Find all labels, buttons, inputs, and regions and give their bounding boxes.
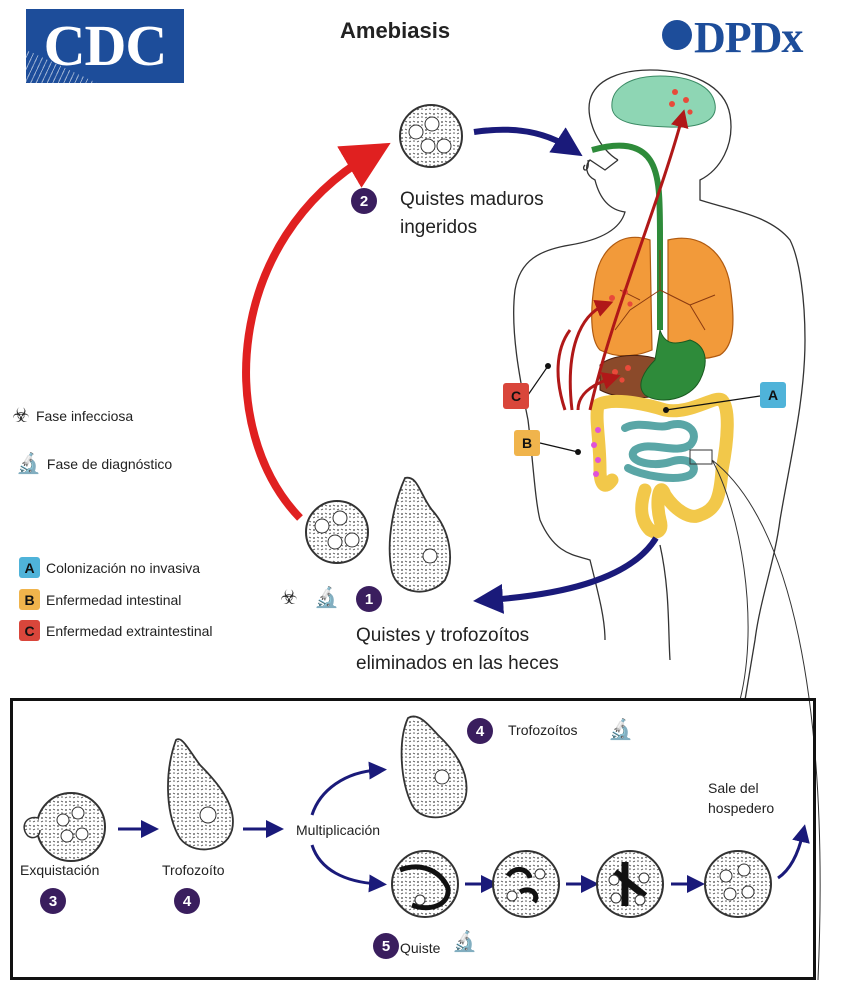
- cdc-logo-text: CDC: [26, 9, 184, 83]
- dpdx-logo-icon: [662, 20, 692, 50]
- step-5-label: Quiste: [400, 940, 440, 956]
- leader-c: [528, 366, 548, 395]
- legend-diagnostic: 🔬 Fase de diagnóstico: [16, 454, 172, 474]
- legend-badge-b: B: [19, 589, 40, 610]
- step-4b-label: Trofozoítos: [508, 722, 578, 738]
- leader-c-dot: [545, 363, 551, 369]
- mature-cyst-top: [400, 105, 462, 167]
- legend-badge-c: C: [19, 620, 40, 641]
- dpdx-logo: DPDx: [662, 12, 802, 63]
- page-title: Amebiasis: [340, 18, 450, 44]
- legend-infectious: ☣ Fase infecciosa: [12, 406, 133, 426]
- legend-badge-a: A: [19, 557, 40, 578]
- excretion-arrow-blue: [488, 538, 656, 600]
- legend-diagnostic-label: Fase de diagnóstico: [47, 456, 172, 472]
- legend-infectious-label: Fase infecciosa: [36, 408, 133, 424]
- ingestion-arrow-blue: [474, 130, 570, 148]
- cdc-logo: CDC: [26, 9, 184, 83]
- step-1-microscope-icon: 🔬: [314, 588, 339, 608]
- step-2-label: Quistes maduros ingeridos: [400, 186, 580, 242]
- multiplication-label: Multiplicación: [296, 822, 380, 838]
- step-1-label: Quistes y trofozoítos eliminados en las …: [356, 622, 596, 678]
- microscope-icon: 🔬: [16, 454, 41, 474]
- callout-a: A: [760, 382, 786, 408]
- legend-item-a: A Colonización no invasiva: [19, 557, 200, 578]
- leader-a-dot: [663, 407, 669, 413]
- step1-cyst: [306, 501, 368, 563]
- legend-label-c: Enfermedad extraintestinal: [46, 623, 213, 639]
- leader-b-dot: [575, 449, 581, 455]
- step-5-microscope-icon: 🔬: [452, 932, 477, 952]
- legend-label-a: Colonización no invasiva: [46, 560, 200, 576]
- step-4b-microscope-icon: 🔬: [608, 720, 633, 740]
- ingestion-arrow-red: [246, 155, 370, 518]
- callout-b: B: [514, 430, 540, 456]
- dissemination-arrow-skin: [558, 330, 570, 410]
- step-1-biohazard-icon: ☣: [280, 588, 298, 608]
- leader-b: [540, 443, 578, 452]
- step-1-badge: 1: [356, 586, 382, 612]
- biohazard-icon: ☣: [12, 406, 30, 426]
- step-2-badge: 2: [351, 188, 377, 214]
- legend-item-b: B Enfermedad intestinal: [19, 589, 181, 610]
- leaves-host-label: Sale del hospedero: [708, 778, 798, 818]
- brain: [612, 76, 715, 127]
- step1-trophozoite-nucleus: [423, 549, 437, 563]
- legend-label-b: Enfermedad intestinal: [46, 592, 181, 608]
- callout-c: C: [503, 383, 529, 409]
- dpdx-logo-text: DPDx: [694, 13, 802, 62]
- step-5-badge: 5: [373, 933, 399, 959]
- step-4a-label: Trofozoíto: [162, 862, 225, 878]
- step1-trophozoite: [390, 478, 450, 592]
- step-4b-badge: 4: [467, 718, 493, 744]
- step-3-badge: 3: [40, 888, 66, 914]
- legend-item-c: C Enfermedad extraintestinal: [19, 620, 213, 641]
- step-4a-badge: 4: [174, 888, 200, 914]
- small-intestine: [625, 424, 694, 478]
- step-3-label: Exquistación: [20, 862, 99, 878]
- intestinal-lifecycle-inset: [10, 698, 816, 980]
